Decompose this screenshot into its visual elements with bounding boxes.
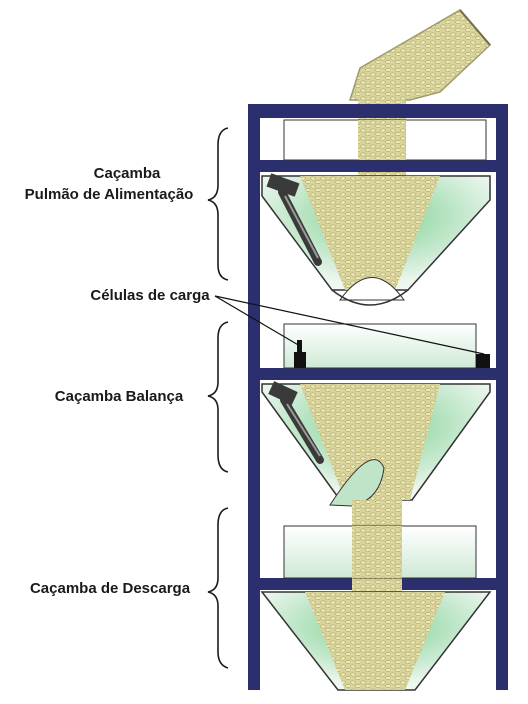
steel-frame	[248, 104, 508, 690]
feed-chute	[348, 9, 492, 101]
load-cell-leader-right	[214, 295, 485, 355]
brace-buffer	[207, 127, 229, 281]
buffer-hopper-label-line2: Pulmão de Alimentação	[24, 186, 194, 203]
weighing-hopper-actuator	[268, 381, 324, 464]
load-cell-left	[294, 340, 306, 368]
discharge-hopper-label: Caçamba de Descarga	[29, 580, 191, 597]
brace-weighing	[207, 321, 229, 473]
buffer-hopper-actuator	[266, 173, 322, 266]
brace-discharge	[207, 507, 229, 669]
buffer-hopper	[261, 175, 491, 306]
discharge-hopper	[260, 591, 492, 691]
buffer-hopper-label-line1: Caçamba	[93, 165, 161, 182]
weighing-hopper	[261, 383, 491, 507]
load-cell-right	[476, 354, 490, 368]
load-cell-leader-left	[214, 295, 301, 347]
weighing-hopper-label: Caçamba Balança	[54, 388, 184, 405]
load-cells-label: Células de carga	[90, 287, 210, 304]
